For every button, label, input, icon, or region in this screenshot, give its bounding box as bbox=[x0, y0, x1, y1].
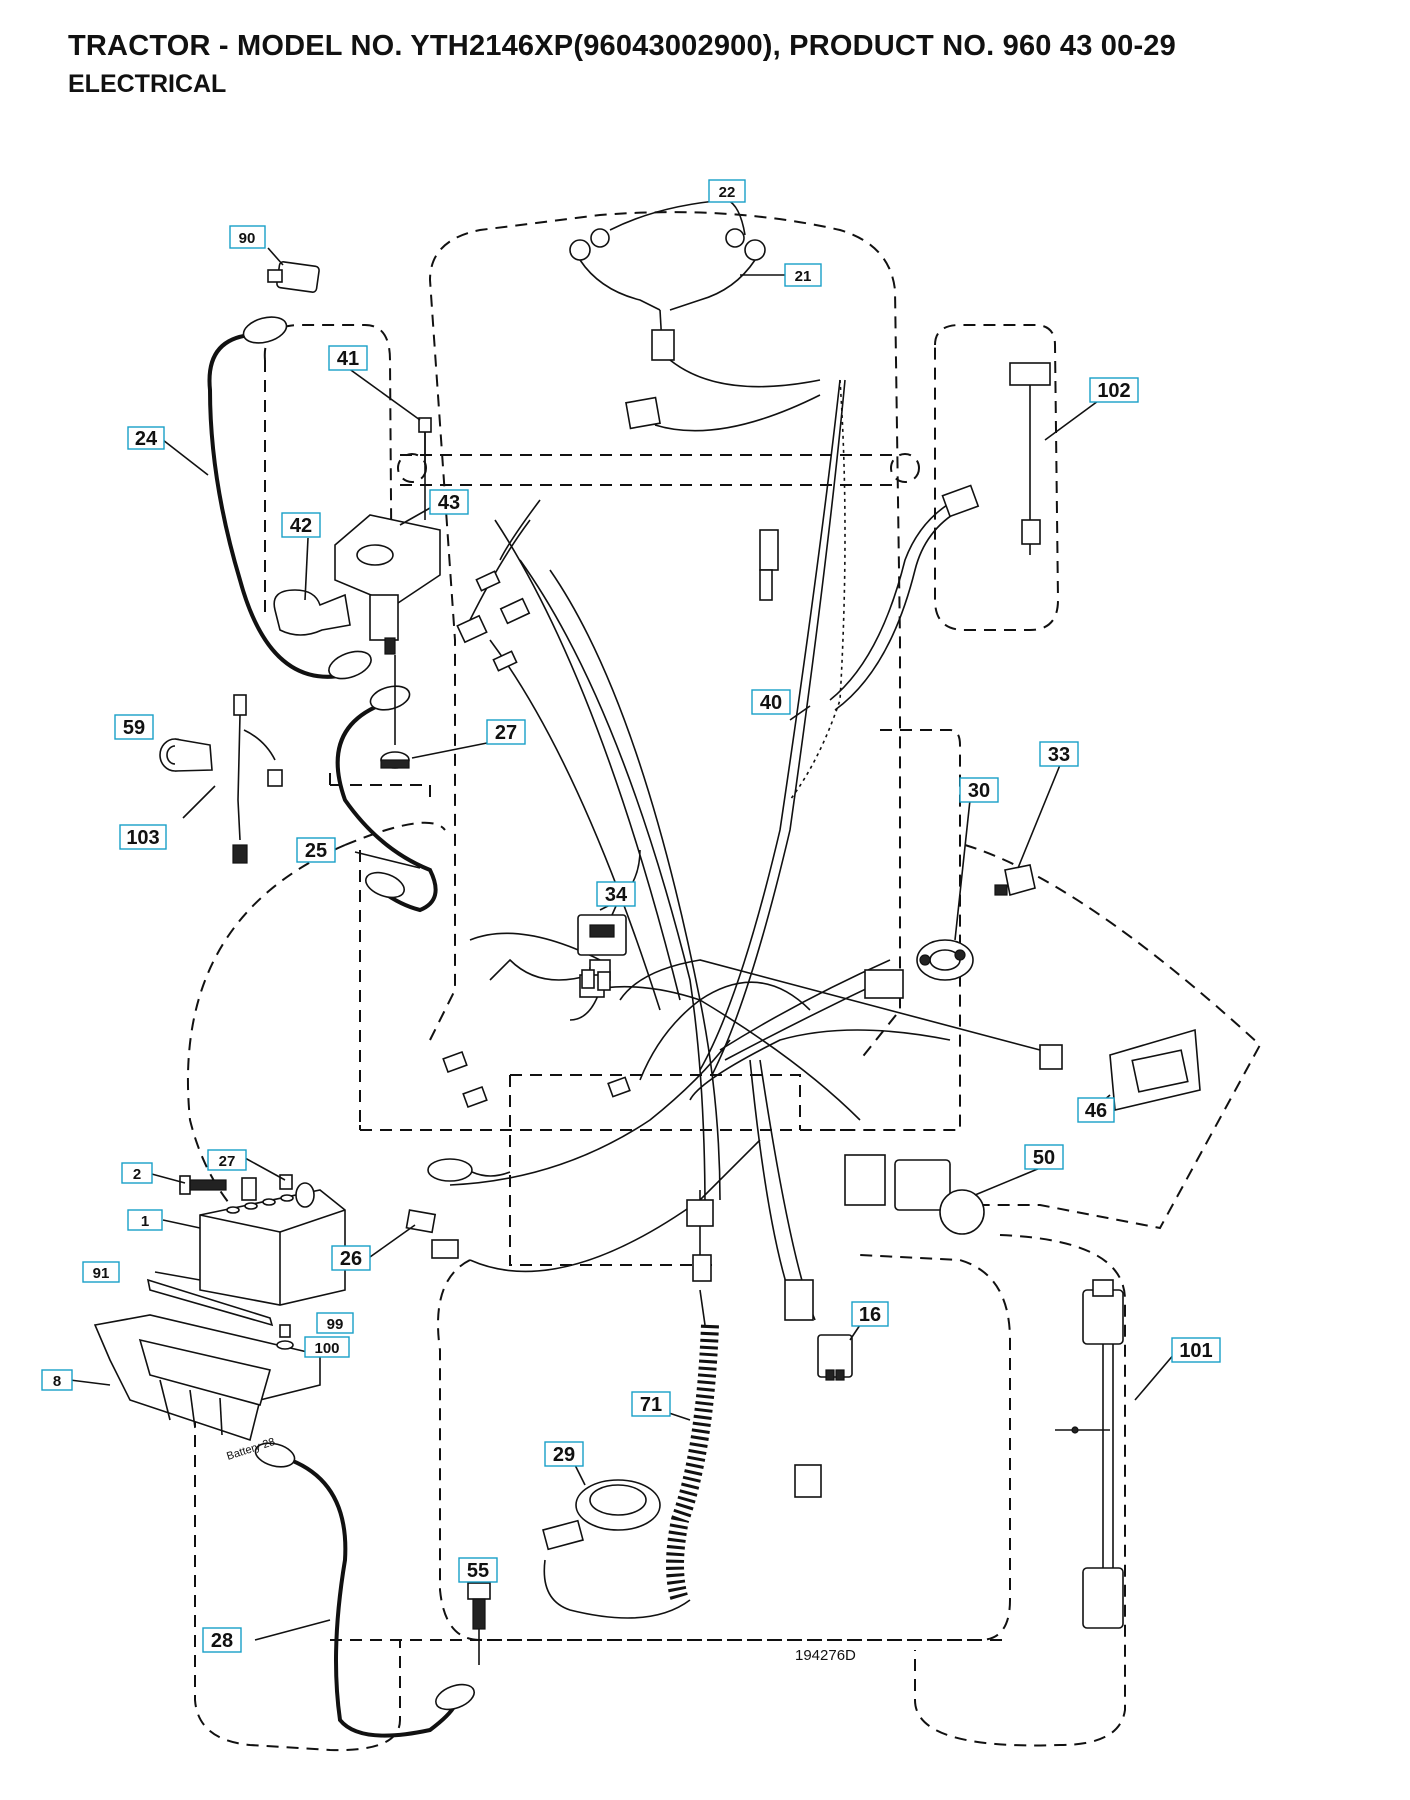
label-91: 91 bbox=[82, 1261, 120, 1283]
label-27-lower: 27 bbox=[207, 1149, 247, 1171]
label-50: 50 bbox=[1024, 1144, 1064, 1170]
label-99: 99 bbox=[316, 1312, 354, 1334]
label-29: 29 bbox=[544, 1441, 584, 1467]
svg-text:50: 50 bbox=[1033, 1147, 1055, 1169]
label-101: 101 bbox=[1171, 1337, 1221, 1363]
svg-text:33: 33 bbox=[1048, 744, 1070, 766]
harness-wrap-71 bbox=[543, 1289, 719, 1619]
svg-text:42: 42 bbox=[290, 515, 312, 537]
label-40: 40 bbox=[751, 689, 791, 715]
svg-text:22: 22 bbox=[719, 184, 736, 201]
part-102 bbox=[1009, 362, 1051, 555]
svg-text:25: 25 bbox=[305, 840, 327, 862]
part-34 bbox=[577, 914, 627, 991]
part-50 bbox=[894, 1159, 985, 1235]
svg-text:71: 71 bbox=[640, 1394, 662, 1416]
part-59 bbox=[159, 738, 213, 772]
label-33: 33 bbox=[1039, 741, 1079, 767]
label-59: 59 bbox=[114, 714, 154, 740]
svg-text:90: 90 bbox=[239, 230, 256, 247]
page-title: TRACTOR - MODEL NO. YTH2146XP(9604300290… bbox=[68, 30, 1176, 62]
page-subtitle: ELECTRICAL bbox=[68, 70, 227, 98]
label-27-upper: 27 bbox=[486, 719, 526, 745]
label-8: 8 bbox=[41, 1369, 73, 1391]
svg-text:41: 41 bbox=[337, 348, 359, 370]
svg-text:27: 27 bbox=[495, 722, 517, 744]
svg-text:8: 8 bbox=[53, 1373, 61, 1390]
part-27-washer bbox=[380, 751, 410, 769]
chassis-outline bbox=[186, 211, 1262, 1752]
label-2: 2 bbox=[121, 1162, 153, 1184]
svg-text:21: 21 bbox=[795, 268, 812, 285]
label-100: 100 bbox=[304, 1336, 350, 1358]
svg-text:1: 1 bbox=[141, 1213, 149, 1230]
battery-strap-91 bbox=[146, 1278, 274, 1327]
svg-text:91: 91 bbox=[93, 1265, 110, 1282]
label-41: 41 bbox=[328, 345, 368, 371]
svg-text:102: 102 bbox=[1097, 380, 1130, 402]
cable-24 bbox=[207, 316, 372, 680]
label-46: 46 bbox=[1077, 1097, 1115, 1123]
solenoid-43 bbox=[334, 417, 441, 745]
label-102: 102 bbox=[1089, 377, 1139, 403]
svg-text:24: 24 bbox=[135, 428, 158, 450]
svg-text:28: 28 bbox=[211, 1630, 233, 1652]
svg-text:101: 101 bbox=[1179, 1340, 1212, 1362]
part-29 bbox=[542, 1479, 661, 1551]
label-34: 34 bbox=[596, 881, 636, 907]
svg-text:29: 29 bbox=[553, 1444, 575, 1466]
svg-text:40: 40 bbox=[760, 692, 782, 714]
label-55: 55 bbox=[458, 1557, 498, 1583]
svg-text:16: 16 bbox=[859, 1304, 881, 1326]
svg-text:34: 34 bbox=[605, 884, 628, 906]
label-28: 28 bbox=[202, 1627, 242, 1653]
battery-bolt-2 bbox=[179, 1175, 227, 1195]
part-55 bbox=[467, 1582, 491, 1665]
part-33 bbox=[994, 864, 1036, 897]
label-90: 90 bbox=[229, 225, 266, 249]
part-101 bbox=[1055, 1279, 1124, 1629]
svg-text:43: 43 bbox=[438, 492, 460, 514]
svg-text:2: 2 bbox=[133, 1166, 141, 1183]
label-42: 42 bbox=[281, 512, 321, 538]
label-26: 26 bbox=[331, 1245, 371, 1271]
harness-wrap-40 bbox=[789, 379, 846, 801]
label-22: 22 bbox=[708, 179, 746, 203]
cable-28 bbox=[254, 1442, 475, 1738]
battery-hardware-99-100 bbox=[276, 1324, 294, 1350]
label-16: 16 bbox=[851, 1301, 889, 1327]
part-90 bbox=[267, 261, 320, 293]
part-103 bbox=[232, 694, 283, 864]
svg-text:26: 26 bbox=[340, 1248, 362, 1270]
battery-tray-8 bbox=[93, 1314, 321, 1442]
part-labels: 90 22 21 24 41 43 42 102 40 59 27 103 25… bbox=[41, 179, 1221, 1653]
label-21: 21 bbox=[784, 263, 822, 287]
battery-1 bbox=[199, 1177, 346, 1306]
svg-text:55: 55 bbox=[467, 1560, 489, 1582]
battery-nut-27 bbox=[279, 1174, 293, 1190]
svg-text:100: 100 bbox=[314, 1340, 339, 1357]
label-25: 25 bbox=[296, 837, 336, 863]
wiring-harness bbox=[449, 379, 1041, 1321]
svg-text:46: 46 bbox=[1085, 1100, 1107, 1122]
part-42 bbox=[273, 589, 351, 636]
label-71: 71 bbox=[631, 1391, 671, 1417]
label-24: 24 bbox=[127, 426, 165, 450]
label-1: 1 bbox=[127, 1209, 163, 1231]
part-16 bbox=[817, 1334, 853, 1381]
svg-text:99: 99 bbox=[327, 1316, 344, 1333]
drawing-number: 194276D bbox=[795, 1647, 856, 1664]
svg-text:59: 59 bbox=[123, 717, 145, 739]
headlight-harness bbox=[569, 228, 821, 432]
cable-25 bbox=[335, 685, 438, 913]
label-30: 30 bbox=[959, 777, 999, 803]
label-103: 103 bbox=[119, 824, 167, 850]
svg-text:27: 27 bbox=[219, 1153, 236, 1170]
svg-text:103: 103 bbox=[126, 827, 159, 849]
part-30 bbox=[916, 939, 974, 981]
svg-text:30: 30 bbox=[968, 780, 990, 802]
label-43: 43 bbox=[429, 489, 469, 515]
part-46 bbox=[1109, 1028, 1201, 1111]
